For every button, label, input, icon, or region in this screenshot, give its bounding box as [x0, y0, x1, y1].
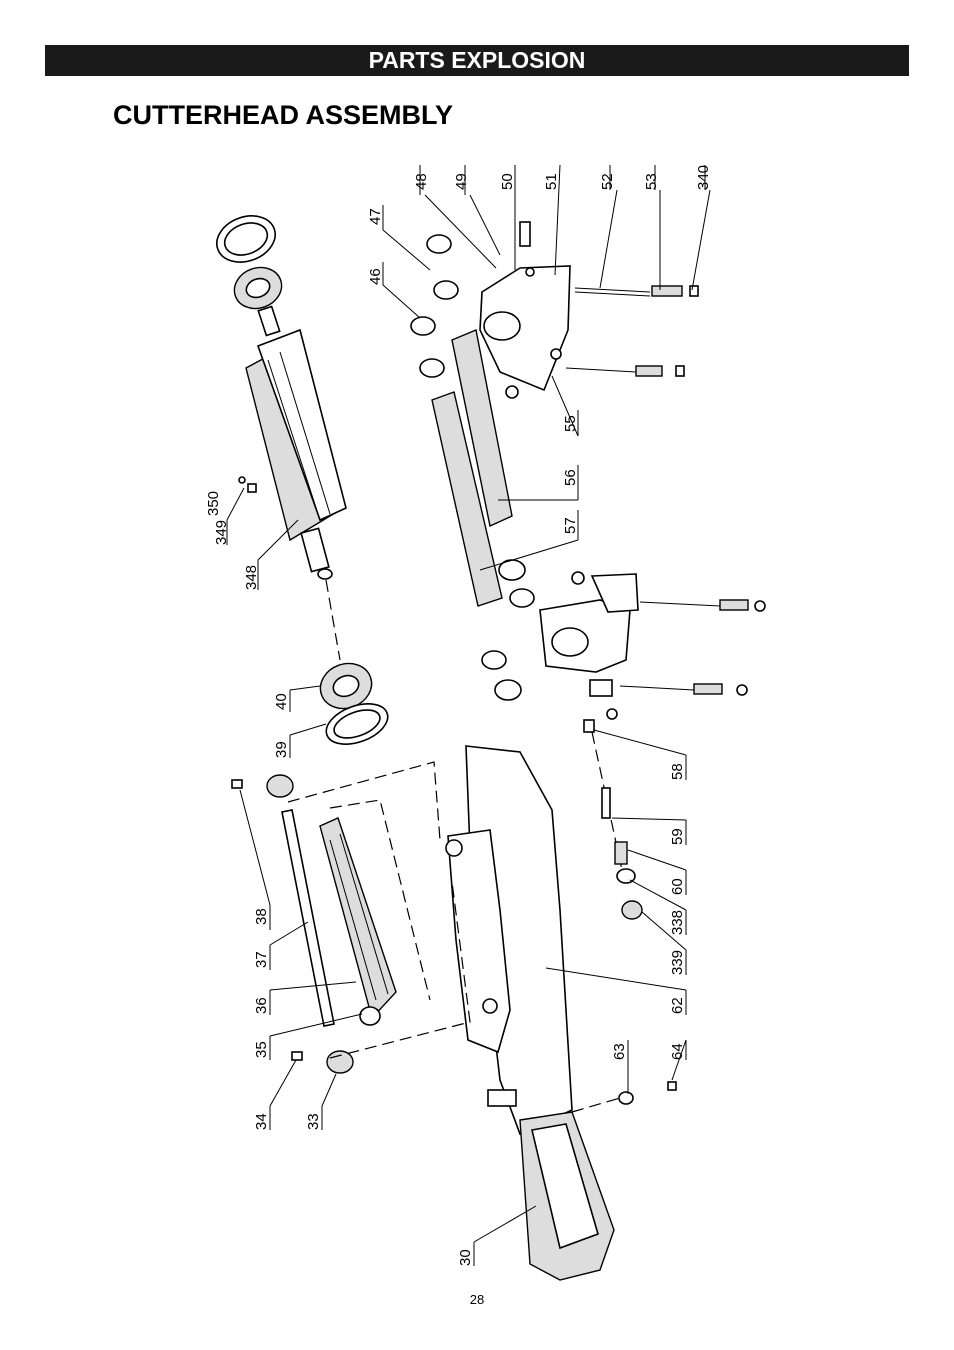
callout-53: 53 [643, 173, 660, 190]
cutterhead-group [216, 215, 389, 745]
leader-lines [226, 164, 711, 1266]
chipbreaker-group [231, 761, 471, 1074]
callout-52: 52 [599, 173, 616, 190]
callout-40: 40 [273, 693, 290, 710]
callout-38: 38 [253, 908, 270, 925]
callout-34: 34 [253, 1113, 270, 1130]
callout-63: 63 [611, 1043, 628, 1060]
callout-51: 51 [543, 173, 560, 190]
callout-37: 37 [253, 951, 270, 968]
callout-349: 349 [213, 520, 230, 545]
upper-bearing-block [479, 221, 699, 399]
chipbreaker-shaft [281, 809, 335, 1027]
callout-339: 339 [669, 950, 686, 975]
callout-48: 48 [413, 173, 430, 190]
callout-30: 30 [457, 1249, 474, 1266]
callout-36: 36 [253, 997, 270, 1014]
page-number: 28 [469, 1292, 485, 1307]
callout-60: 60 [669, 878, 686, 895]
infeed-roller [431, 391, 503, 607]
callout-49: 49 [453, 173, 470, 190]
callout-348: 348 [243, 565, 260, 590]
cutterhead-cover [445, 745, 677, 1281]
callout-56: 56 [562, 469, 579, 486]
callout-39: 39 [273, 741, 290, 758]
callout-340: 340 [695, 165, 712, 190]
callout-59: 59 [669, 828, 686, 845]
lower-bearing-block [539, 571, 766, 920]
callout-338: 338 [669, 910, 686, 935]
chipbreaker-segments [319, 817, 397, 1020]
callout-62: 62 [669, 997, 686, 1014]
feed-rollers-group [410, 234, 535, 701]
callout-33: 33 [305, 1113, 322, 1130]
callout-55: 55 [562, 415, 579, 432]
outfeed-roller [451, 329, 513, 528]
callout-350: 350 [205, 491, 222, 516]
callout-57: 57 [562, 517, 579, 534]
section-banner: PARTS EXPLOSION [45, 45, 909, 76]
callout-numbers: 48 49 50 51 52 53 340 47 46 55 56 57 350… [205, 165, 712, 1266]
callout-64: 64 [669, 1043, 686, 1060]
page-title: CUTTERHEAD ASSEMBLY [113, 100, 454, 130]
callout-58: 58 [669, 763, 686, 780]
callout-35: 35 [253, 1041, 270, 1058]
callout-46: 46 [367, 268, 384, 285]
callout-47: 47 [367, 208, 384, 225]
callout-50: 50 [499, 173, 516, 190]
